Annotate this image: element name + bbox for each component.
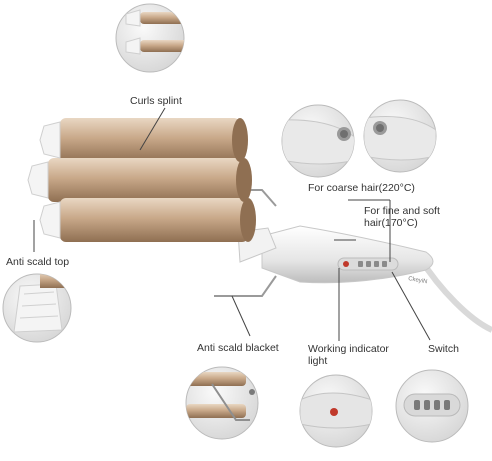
- label-coarse-hair: For coarse hair(220°C): [308, 182, 415, 194]
- brand-logo: CkeyiN: [408, 276, 428, 285]
- detail-circle-anti-scald-top: [2, 273, 72, 343]
- indicator-light-icon: [343, 261, 349, 267]
- anti-scald-tips: [27, 121, 61, 239]
- label-working-indicator: Working indicator light: [308, 343, 389, 367]
- detail-circle-indicator-light: [299, 374, 373, 448]
- detail-circle-anti-scald-blacket: [185, 366, 259, 440]
- label-anti-scald-blacket: Anti scald blacket: [197, 342, 279, 354]
- detail-circle-coarse-hair: [281, 104, 355, 178]
- detail-circle-fine-hair: [363, 99, 437, 173]
- power-cord: [417, 256, 492, 333]
- detail-circle-curls-splint: [115, 3, 185, 73]
- barrels: [48, 118, 256, 242]
- label-curls-splint: Curls splint: [130, 95, 182, 107]
- label-fine-hair: For fine and soft hair(170°C): [364, 205, 440, 229]
- leader-lines: [33, 107, 431, 341]
- detail-circle-switch: [395, 369, 469, 443]
- handle: [261, 225, 434, 284]
- label-switch: Switch: [428, 343, 459, 355]
- label-anti-scald-top: Anti scald top: [6, 256, 70, 268]
- switch-icon: [358, 261, 387, 267]
